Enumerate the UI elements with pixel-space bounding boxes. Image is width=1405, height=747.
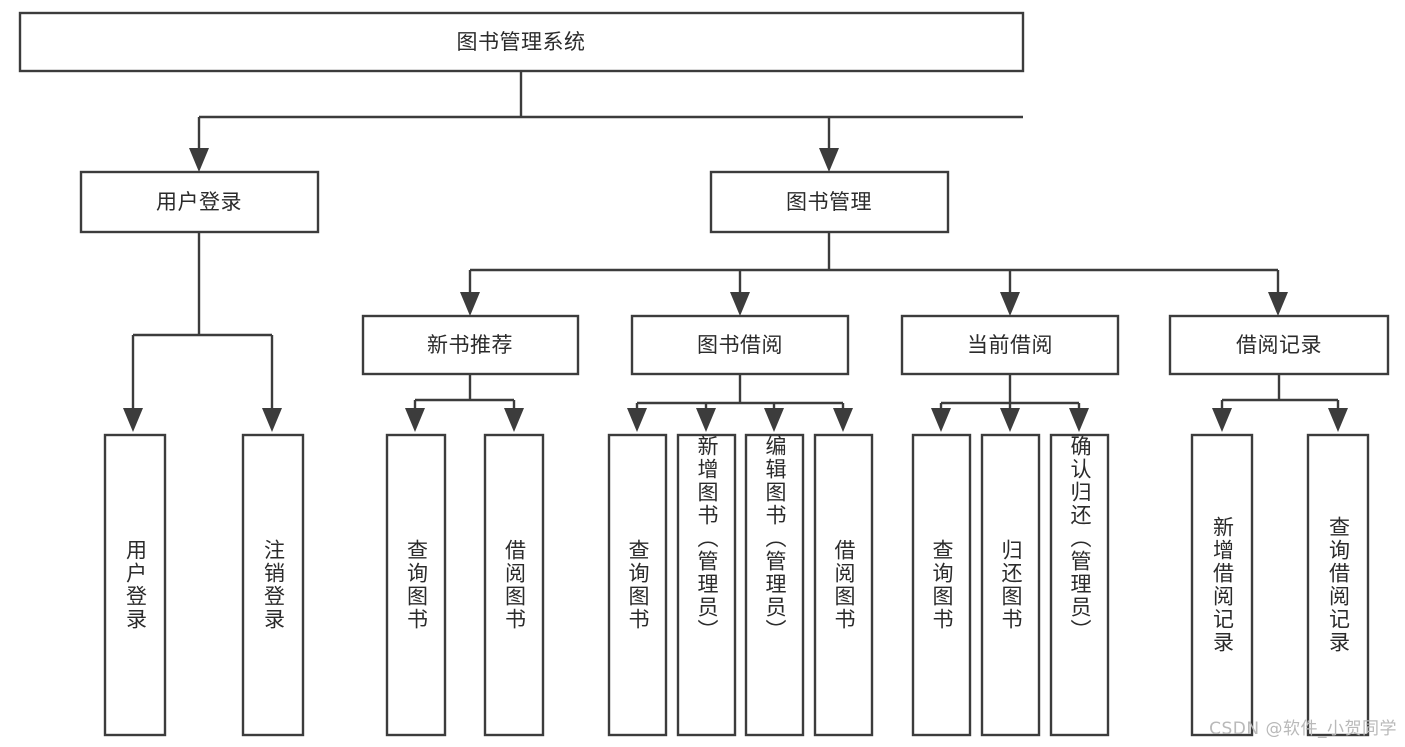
- node-borrow-record[interactable]: 借阅记录: [1168, 314, 1390, 376]
- node-root-box: [18, 11, 1025, 73]
- node-user-login-box: [79, 170, 320, 234]
- leaf-box-current-borrow-1[interactable]: [980, 433, 1041, 737]
- node-root[interactable]: 图书管理系统: [18, 11, 1025, 73]
- arrow-down-icon: [123, 408, 143, 432]
- arrow-down-icon: [1268, 292, 1288, 316]
- arrow-down-icon: [405, 408, 425, 432]
- node-borrow-record-label: 借阅记录: [1236, 333, 1322, 357]
- leaf-box-new-book-recommend-0[interactable]: [385, 433, 447, 737]
- connector-book-management-to-level3: [460, 232, 1288, 316]
- leaf-box-current-borrow-0[interactable]: [911, 433, 972, 737]
- leaf-box-book-borrow-0[interactable]: [607, 433, 668, 737]
- node-root-label: 图书管理系统: [457, 30, 586, 54]
- node-new-book-recommend-box: [361, 314, 580, 376]
- node-current-borrow-label: 当前借阅: [967, 333, 1053, 357]
- arrow-down-icon: [931, 408, 951, 432]
- leaf-box-borrow-record-1[interactable]: [1306, 433, 1370, 737]
- watermark-text: CSDN @软件_小贺同学: [1209, 719, 1397, 739]
- connector-current-borrow-to-leaves: [931, 374, 1089, 432]
- node-current-borrow[interactable]: 当前借阅: [900, 314, 1120, 376]
- connector-user-login-to-leaves: [123, 232, 282, 432]
- node-book-management[interactable]: 图书管理: [709, 170, 950, 234]
- connector-book-borrow-to-leaves: [627, 374, 853, 432]
- leaf-box-current-borrow-2[interactable]: [1049, 433, 1110, 737]
- node-book-management-label: 图书管理: [786, 190, 872, 214]
- node-new-book-recommend-label: 新书推荐: [427, 333, 513, 357]
- arrow-down-icon: [189, 148, 209, 172]
- leaf-box-user-login-0[interactable]: [103, 433, 167, 737]
- leaf-box-book-borrow-2[interactable]: [744, 433, 805, 737]
- node-current-borrow-box: [900, 314, 1120, 376]
- node-user-login[interactable]: 用户登录: [79, 170, 320, 234]
- arrow-down-icon: [504, 408, 524, 432]
- leaf-box-book-borrow-1[interactable]: [676, 433, 737, 737]
- leaf-box-new-book-recommend-1[interactable]: [483, 433, 545, 737]
- arrow-down-icon: [1000, 408, 1020, 432]
- node-book-borrow[interactable]: 图书借阅: [630, 314, 850, 376]
- arrow-down-icon: [460, 292, 480, 316]
- node-book-borrow-label: 图书借阅: [697, 333, 783, 357]
- leaf-box-borrow-record-0[interactable]: [1190, 433, 1254, 737]
- arrow-down-icon: [833, 408, 853, 432]
- leaf-box-book-borrow-3[interactable]: [813, 433, 874, 737]
- arrow-down-icon: [696, 408, 716, 432]
- arrow-down-icon: [764, 408, 784, 432]
- arrow-down-icon: [1000, 292, 1020, 316]
- connector-new-book-recommend-to-leaves: [405, 374, 524, 432]
- node-user-login-label: 用户登录: [156, 190, 242, 214]
- arrow-down-icon: [819, 148, 839, 172]
- arrow-down-icon: [627, 408, 647, 432]
- arrow-down-icon: [1212, 408, 1232, 432]
- leaf-box-user-login-1[interactable]: [241, 433, 305, 737]
- arrow-down-icon: [1328, 408, 1348, 432]
- arrow-down-icon: [262, 408, 282, 432]
- node-new-book-recommend[interactable]: 新书推荐: [361, 314, 580, 376]
- connector-root-to-level2: [189, 71, 1023, 172]
- connector-borrow-record-to-leaves: [1212, 374, 1348, 432]
- arrow-down-icon: [1069, 408, 1089, 432]
- arrow-down-icon: [730, 292, 750, 316]
